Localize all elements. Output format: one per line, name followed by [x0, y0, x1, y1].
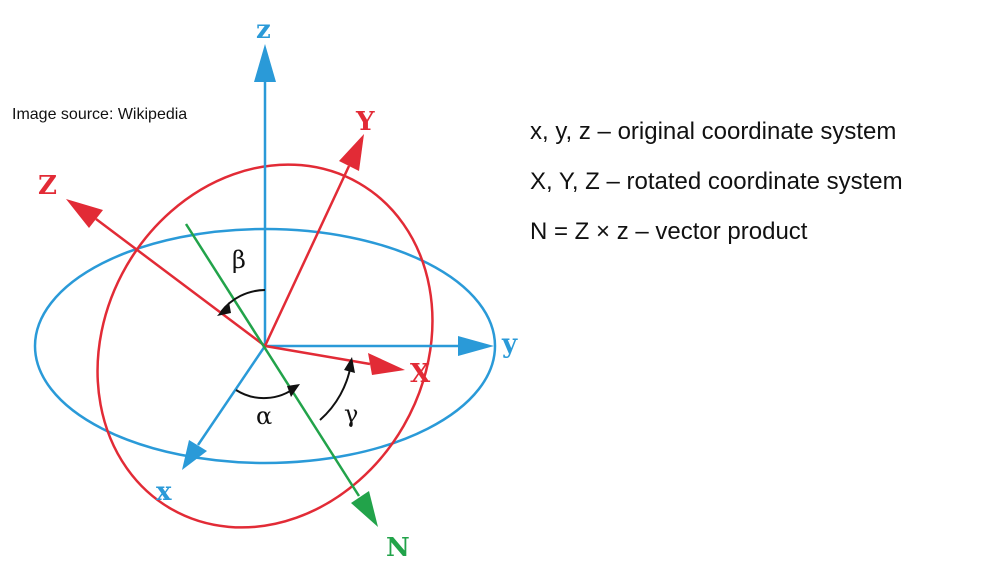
angle-arcs [217, 289, 355, 421]
Z-axis [95, 218, 266, 347]
Z-arrowhead [66, 199, 103, 228]
original-axes [182, 44, 494, 470]
rotated-XY-plane-ellipse [96, 163, 434, 529]
alpha-arc [235, 386, 297, 400]
Z-label: Z [38, 171, 57, 201]
gamma-label: γ [344, 400, 358, 428]
x-arrowhead [182, 440, 207, 470]
N-label: N [386, 533, 410, 563]
alpha-label: α [256, 402, 272, 430]
legend: x, y, z – original coordinate system X, … [530, 116, 980, 266]
legend-vector-product: N = Z × z – vector product [530, 218, 808, 245]
X-arrowhead [368, 353, 405, 375]
z-label: z [256, 15, 271, 45]
y-label: y [501, 329, 518, 359]
beta-arrowhead [217, 302, 231, 316]
x-label: x [156, 477, 172, 507]
N-arrowhead [351, 491, 378, 527]
node-line [184, 223, 378, 527]
Y-arrowhead [339, 134, 364, 171]
z-arrowhead [254, 44, 276, 82]
X-label: X [410, 359, 431, 389]
legend-rotated-system: X, Y, Z – rotated coordinate system [530, 168, 903, 195]
image-source-note: Image source: Wikipedia [12, 106, 188, 123]
y-arrowhead [458, 336, 494, 356]
beta-label: β [232, 246, 246, 274]
Y-label: Y [355, 107, 375, 137]
legend-original-system: x, y, z – original coordinate system [530, 118, 897, 145]
Y-axis [263, 165, 351, 347]
gamma-arrowhead [344, 357, 355, 373]
x-axis [196, 345, 267, 446]
X-axis [264, 344, 371, 366]
alpha-arrowhead [287, 384, 300, 397]
node-line-segment [184, 223, 361, 497]
